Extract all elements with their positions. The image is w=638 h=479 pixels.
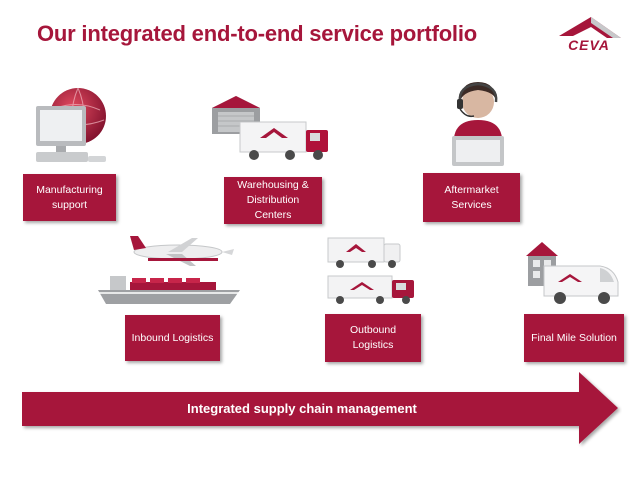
delivery-trucks-icon <box>327 237 414 304</box>
service-box-final-mile: Final Mile Solution <box>524 314 624 362</box>
computer-globe-icon <box>36 87 106 162</box>
arrow-label: Integrated supply chain management <box>187 401 417 416</box>
service-label: Inbound Logistics <box>131 331 214 344</box>
service-box-inbound: Inbound Logistics <box>125 315 220 361</box>
service-label: Aftermarket Services <box>444 183 499 211</box>
arrow-shape <box>22 372 618 444</box>
service-box-aftermarket: Aftermarket Services <box>423 173 520 222</box>
svg-text:CEVA: CEVA <box>568 37 610 52</box>
service-label: Warehousing & Distribution Centers <box>237 179 309 221</box>
ceva-logo: CEVA <box>559 17 621 52</box>
supply-chain-arrow: Integrated supply chain management <box>22 370 622 450</box>
page-title: Our integrated end-to-end service portfo… <box>37 21 477 46</box>
service-box-outbound: Outbound Logistics <box>325 314 421 362</box>
airplane-ship-icon <box>98 236 240 304</box>
service-label: Manufacturing support <box>36 183 103 211</box>
warehouse-truck-icon <box>212 96 328 160</box>
service-label: Final Mile Solution <box>531 331 617 344</box>
call-center-agent-icon <box>452 82 504 166</box>
service-label: Outbound Logistics <box>349 324 397 351</box>
service-box-manufacturing: Manufacturing support <box>23 174 116 221</box>
house-van-icon <box>526 242 619 304</box>
service-box-warehousing: Warehousing & Distribution Centers <box>224 177 322 224</box>
